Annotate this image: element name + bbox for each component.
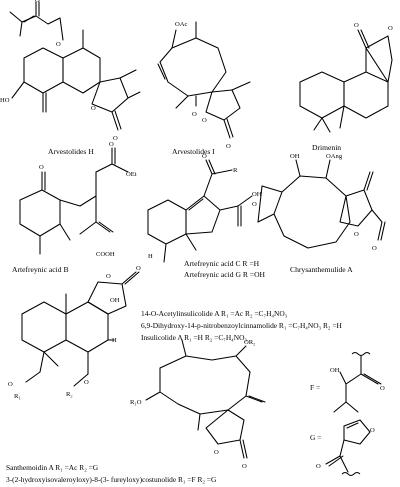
atom-label-oh: OH: [330, 367, 340, 374]
compound-name: Santhemoidin A R₁ =Ac R₂ =G: [6, 463, 99, 472]
structure-arvestolides-i: [157, 21, 251, 139]
atom-label-oang: OAng: [326, 153, 343, 160]
structure-chrysanthemulide-a: [257, 159, 386, 249]
atom-label-r1: R₁: [14, 393, 21, 400]
atom-label-o: O: [354, 231, 359, 238]
compound-name: 14-O-Acetylinsulicolide A R₁ =Ac R₂ =C₇H…: [141, 309, 288, 318]
atom-label-o: O: [202, 117, 207, 124]
atom-label-o: O: [380, 385, 385, 392]
compound-name: Artefreynic acid G R =OH: [184, 270, 266, 279]
atom-label-r2: R₂: [66, 391, 73, 398]
atom-label-o: O: [370, 427, 375, 434]
atom-label-o: O: [84, 379, 89, 386]
atom-label-oh: OH: [110, 297, 120, 304]
structure-santhemoidin: [145, 339, 266, 459]
atom-label-o: O: [388, 25, 393, 32]
atom-label-o: O: [372, 245, 377, 252]
atom-label-or2: OR₂: [244, 339, 255, 346]
atom-label-r1o: R₁O: [130, 399, 142, 406]
atom-label-o: O: [109, 141, 114, 148]
atom-label-o: O: [91, 105, 96, 112]
atom-label-o: O: [214, 449, 219, 456]
atom-label-oh: OH: [290, 153, 300, 160]
atom-label-o: O: [202, 153, 207, 160]
atom-label-o: O: [252, 201, 257, 208]
atom-label-o: O: [8, 381, 13, 388]
compound-name: Arvestolides I: [172, 147, 215, 156]
structure-substituent-f: [333, 352, 382, 413]
atom-label-o: O: [35, 0, 40, 4]
compound-name: Artefreynic acid C R =H: [184, 259, 260, 268]
structure-artefreynic-acid-b: [19, 147, 129, 255]
structure-drimenin: [299, 29, 393, 133]
atom-label-o: O: [106, 273, 111, 280]
atom-label-h: H: [112, 337, 117, 344]
atom-label-o: O: [242, 463, 247, 470]
compound-name: 3-(2-hydroxyisovaleroyloxy)-8-(3- fureyl…: [6, 475, 217, 484]
atom-label-o: O: [316, 463, 321, 470]
structure-insulicolide: [21, 271, 140, 387]
compound-name: Drimenin: [312, 143, 341, 152]
compound-name: 6,9-Dihydroxy-14-p-nitrobenzoylcinnamoli…: [141, 321, 342, 330]
atom-label-oac: OAc: [175, 21, 188, 28]
atom-label-cooh: COOH: [96, 251, 115, 258]
compound-name: Insulicolide A R₁ =H R₂ =C₇H₄NO₃: [141, 333, 247, 342]
compound-name: Chrysanthemulide A: [290, 265, 353, 274]
atom-label-o: O: [56, 41, 61, 48]
structure-substituent-g: [325, 419, 371, 476]
atom-label-h: H: [148, 253, 153, 260]
structure-arvestolides-h: [9, 1, 141, 131]
legend-g-label: G =: [310, 433, 321, 442]
atom-label-o: O: [113, 135, 118, 142]
structure-artefreynic-acid-c-g: [147, 159, 253, 263]
atom-label-o: O: [354, 22, 359, 29]
atom-label-oet: OEt: [126, 171, 137, 178]
atom-label-o: O: [226, 143, 231, 150]
atom-label-o: O: [192, 111, 197, 118]
atom-label-oh: OH: [252, 191, 262, 198]
compound-name: Artefreynic acid B: [12, 265, 69, 274]
atom-label-r: R: [233, 167, 238, 174]
atom-label-o: O: [136, 265, 141, 272]
atom-label-o: O: [39, 164, 44, 171]
atom-label-ho: HO: [0, 97, 10, 104]
legend-f-label: F =: [310, 383, 320, 392]
compound-name: Arvestolides H: [48, 147, 94, 156]
